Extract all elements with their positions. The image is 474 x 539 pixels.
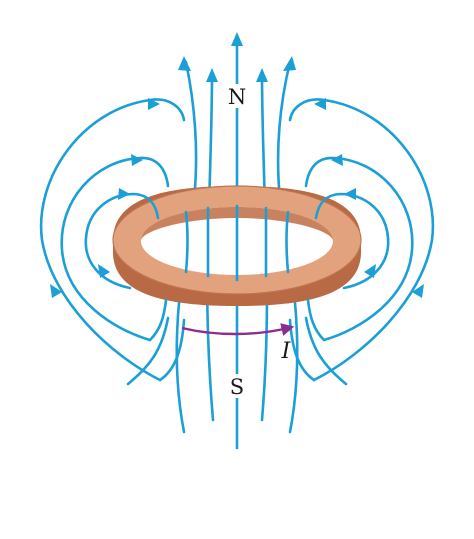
ring-rim	[112, 185, 362, 295]
arrowhead-icon	[231, 32, 243, 46]
north-label-backdrop	[227, 84, 247, 108]
field-line-lower-left-mid	[148, 298, 168, 342]
arrowhead-icon	[118, 188, 130, 200]
field-line-right-middle-front	[285, 210, 290, 274]
arrowhead-icon	[148, 98, 160, 110]
field-loop-left-second	[60, 156, 170, 342]
south-pole-label: S	[230, 375, 244, 399]
field-line-lower-right-far	[304, 316, 348, 386]
arrowhead-icon	[131, 154, 143, 166]
field-lines-front	[184, 204, 290, 282]
arrowhead-icon	[314, 98, 326, 110]
arrowhead-icon	[206, 68, 218, 82]
arrowhead-icon	[412, 284, 424, 298]
south-label-backdrop	[228, 374, 246, 398]
arrowhead-icon	[364, 264, 376, 278]
field-loop-left-inner	[84, 192, 160, 290]
ring-inner-wall	[141, 207, 333, 241]
curved-arrow-icon	[181, 323, 295, 336]
right-field-loops	[288, 98, 435, 382]
field-line-lower-right-outer	[288, 318, 316, 382]
arrowhead-icon	[98, 264, 110, 278]
field-loop-right-outer	[288, 98, 435, 382]
current-label: I	[281, 339, 292, 364]
field-line-lower-left-outer	[158, 318, 186, 382]
arrowhead-icon	[256, 68, 268, 82]
arrowhead-icon	[283, 56, 296, 71]
field-loop-right-inner	[314, 192, 390, 290]
arrowhead-icon	[50, 284, 62, 298]
field-line-left-middle-front	[184, 210, 189, 274]
field-loop-left-outer	[39, 98, 186, 382]
field-line-lower-left-far	[126, 316, 170, 386]
arrowhead-icon	[178, 56, 191, 71]
field-arrowheads	[50, 32, 424, 298]
left-field-loops	[39, 98, 186, 382]
arrowhead-icon	[344, 188, 356, 200]
arrowhead-icon	[331, 154, 343, 166]
current-direction	[181, 323, 295, 336]
field-loop-right-second	[304, 156, 414, 342]
north-pole-label: N	[228, 85, 246, 109]
field-line-lower-right-mid	[306, 298, 326, 342]
